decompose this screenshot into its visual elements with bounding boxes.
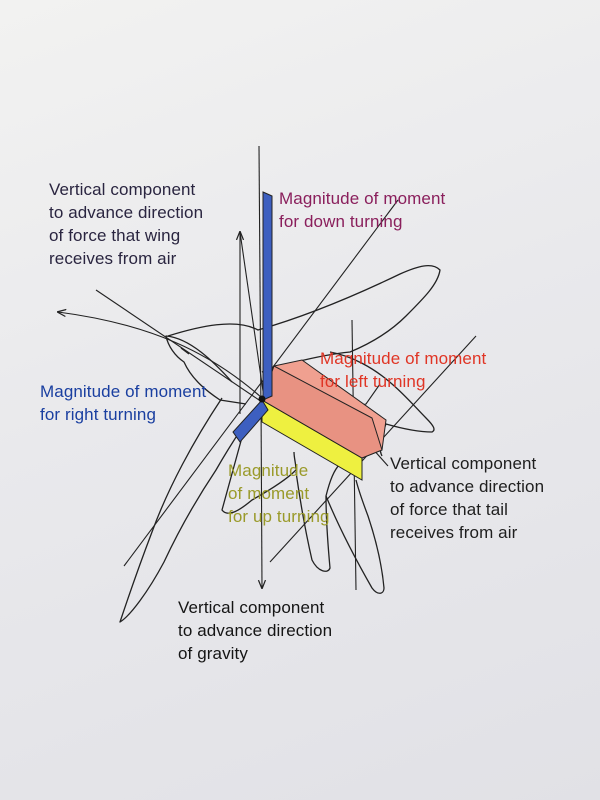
blue-right-turning-bar (232, 399, 269, 443)
tail-left (295, 463, 341, 572)
bird-head (165, 335, 247, 405)
moment-bars-icon (232, 191, 387, 481)
advance-direction-arrow (58, 312, 263, 399)
tail-force-label: Vertical component to advance direction … (390, 454, 545, 542)
bird-eye (180, 347, 190, 355)
body-axis-line (123, 199, 399, 567)
up-turning-label: Magnitude of moment for up turning (228, 461, 330, 526)
swallow-outline-icon (119, 264, 441, 623)
down-turning-label: Magnitude of moment for down turning (279, 189, 446, 231)
blue-vertical-bar (262, 191, 273, 401)
upper-wing (167, 264, 441, 373)
left-turning-label: Magnitude of moment for left turning (320, 349, 487, 391)
left-wing (119, 397, 243, 623)
tail-right (325, 479, 385, 594)
gravity-label: Vertical component to advance direction … (178, 598, 333, 663)
center-of-gravity-dot (258, 395, 266, 403)
right-turning-label: Magnitude of moment for right turning (40, 382, 207, 424)
wing-force-label: Vertical component to advance direction … (49, 180, 204, 268)
gravity-arrow (261, 399, 262, 588)
wing-force-diagonal (239, 231, 265, 399)
wing-force-leader (95, 289, 263, 403)
lower-left-wing (221, 429, 297, 514)
reference-lines (58, 145, 477, 591)
